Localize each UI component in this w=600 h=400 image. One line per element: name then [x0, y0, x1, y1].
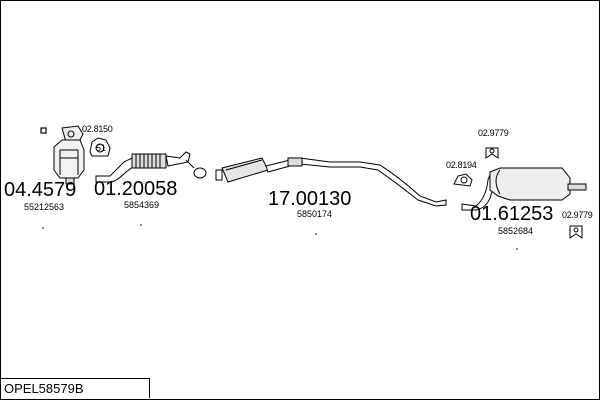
rear-hanger-c-drawing [569, 225, 583, 239]
marker-dot [140, 224, 142, 226]
front-pipe-part-no: 01.20058 [94, 178, 177, 200]
rear-hanger-a-drawing [485, 147, 499, 159]
marker-dot [516, 248, 518, 250]
marker-dot [42, 227, 44, 229]
marker-dot [315, 233, 317, 235]
model-code-box: OPEL58579B [0, 378, 150, 398]
marker-square [40, 127, 47, 134]
svg-text:51: 51 [96, 143, 106, 153]
catalyst-clamp-part-no: 02.8150 [82, 124, 113, 134]
catalyst-oem: 55212563 [24, 202, 64, 212]
front-pipe-oem: 5854369 [124, 200, 159, 210]
front-pipe-drawing [95, 151, 207, 183]
catalyst-drawing [53, 125, 85, 185]
catalyst-part-no: 04.4579 [4, 179, 76, 201]
rear-silencer-drawing [461, 167, 587, 211]
model-code: OPEL58579B [4, 381, 84, 396]
rear-hanger-a-part-no: 02.9779 [478, 128, 509, 138]
rear-hanger-c-part-no: 02.9779 [562, 210, 593, 220]
middle-silencer-oem: 5850174 [297, 209, 332, 219]
catalyst-clamp-drawing: 51 [89, 137, 111, 157]
rear-hanger-b-drawing [453, 173, 473, 187]
middle-silencer-part-no: 17.00130 [268, 188, 351, 210]
flange-clamp-drawing [215, 169, 223, 181]
rear-silencer-part-no: 01.61253 [470, 203, 553, 225]
rear-silencer-oem: 5852684 [498, 226, 533, 236]
rear-hanger-b-part-no: 02.8194 [446, 160, 477, 170]
middle-silencer-drawing [221, 157, 447, 207]
